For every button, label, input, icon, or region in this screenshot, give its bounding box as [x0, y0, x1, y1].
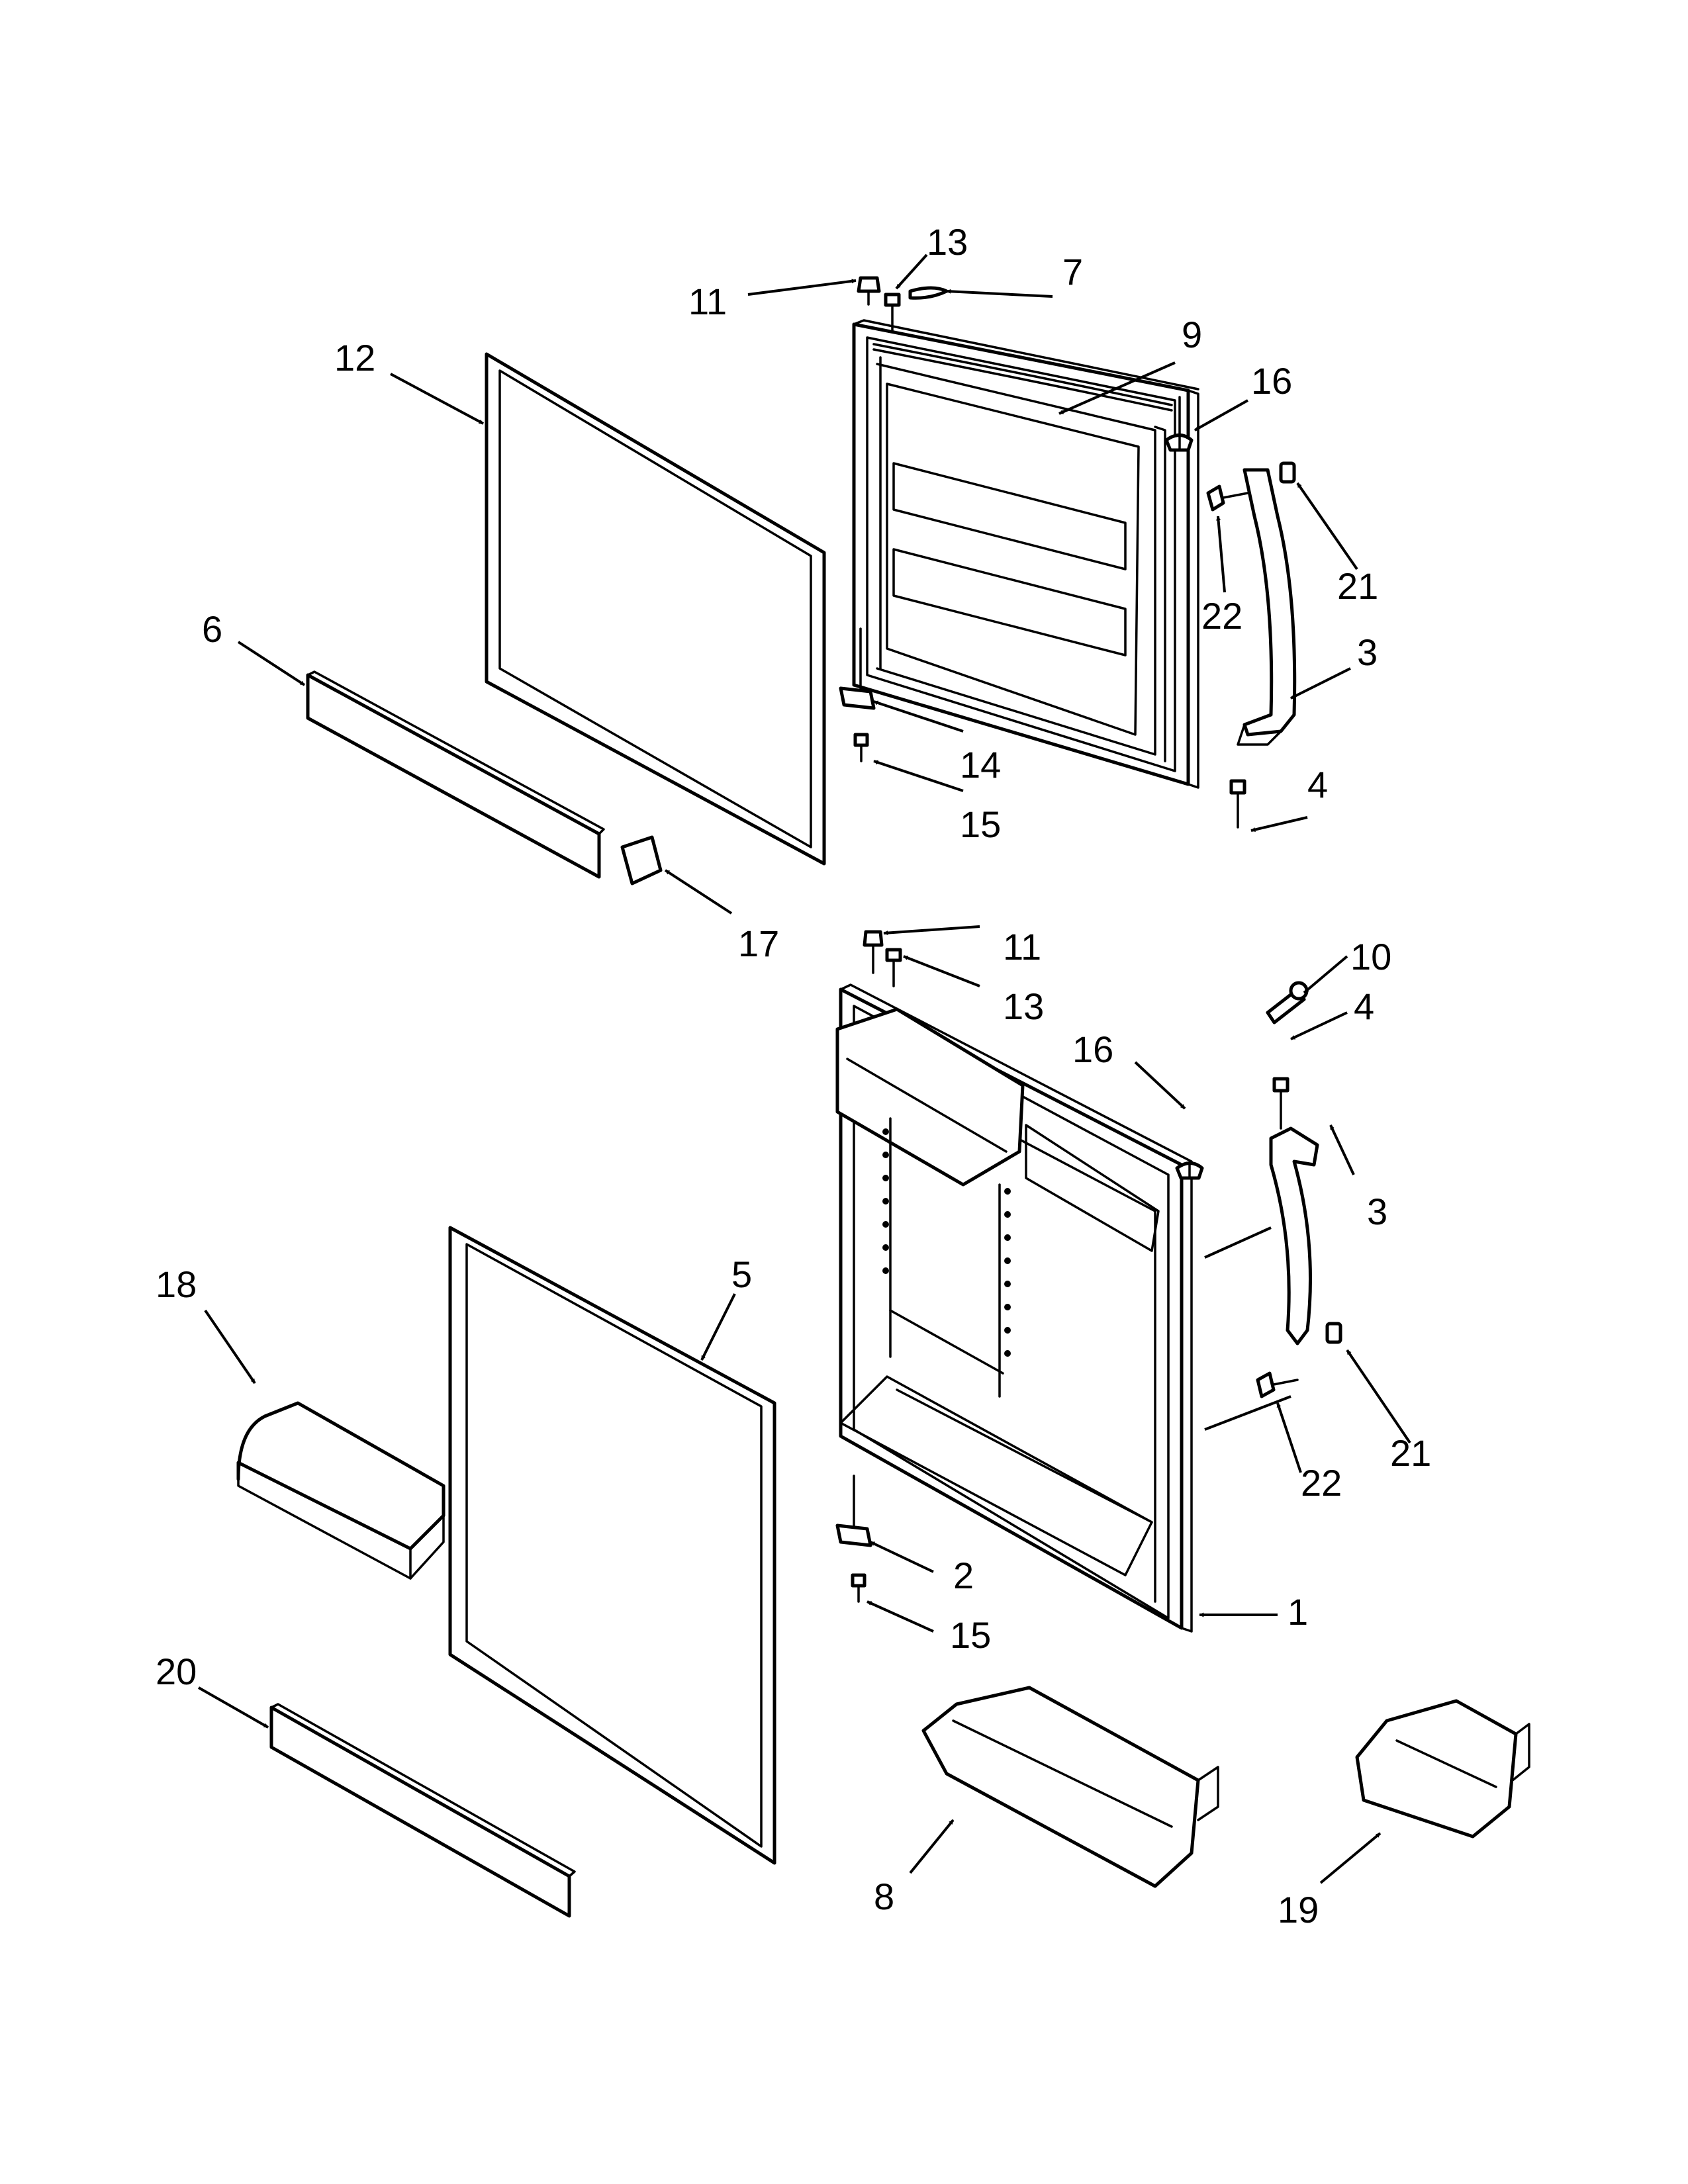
freezer-handle-cap — [1164, 396, 1194, 452]
callout-22-freezer: 22 — [1201, 595, 1243, 637]
callout-15-freezer: 15 — [960, 803, 1001, 845]
callout-5: 5 — [731, 1253, 752, 1295]
freezer-handle-screw — [1229, 779, 1246, 829]
door-bin-small — [1355, 1699, 1530, 1839]
freezer-bottom-screw — [853, 733, 869, 762]
callout-14: 14 — [960, 744, 1001, 786]
callout-15-fresh-food: 15 — [950, 1614, 991, 1656]
freezer-handle — [1237, 468, 1297, 746]
callout-16-fresh-food: 16 — [1072, 1028, 1113, 1070]
freezer-hinge-screw-top — [884, 293, 901, 332]
callout-2: 2 — [953, 1555, 974, 1596]
callout-8: 8 — [874, 1876, 894, 1917]
callout-21-fresh-food: 21 — [1390, 1432, 1431, 1474]
freezer-trim-end-cap — [620, 835, 663, 886]
callout-1: 1 — [1288, 1591, 1308, 1633]
fresh-food-door-trim — [269, 1703, 576, 1918]
callout-3-freezer: 3 — [1357, 631, 1378, 673]
freezer-door-gasket — [485, 352, 826, 866]
callout-17: 17 — [738, 923, 779, 964]
fresh-food-handle-bumper — [1256, 1371, 1299, 1398]
fresh-food-rails — [889, 1117, 1153, 1524]
fresh-food-handle-screw-large — [1266, 981, 1309, 1024]
freezer-handle-screw-rear — [1279, 461, 1296, 484]
callout-11-freezer: 11 — [688, 281, 727, 322]
callout-6: 6 — [202, 608, 222, 650]
callout-19: 19 — [1278, 1889, 1319, 1931]
callout-13-freezer: 13 — [927, 221, 968, 263]
freezer-door-trim — [306, 670, 605, 879]
fresh-food-hinge-screw-top — [885, 948, 902, 987]
fresh-food-handle-cap — [1175, 1161, 1204, 1180]
freezer-door-stop — [908, 286, 949, 300]
callout-3-fresh-food: 3 — [1367, 1191, 1387, 1232]
callout-22-fresh-food: 22 — [1301, 1462, 1342, 1504]
callout-13-fresh-food: 13 — [1003, 985, 1044, 1027]
fresh-food-door-gasket — [448, 1226, 776, 1865]
freezer-door-liner — [852, 319, 1199, 789]
fresh-food-liner-holes — [882, 1128, 1011, 1357]
fresh-food-handle-screw-rear — [1325, 1322, 1342, 1344]
fresh-food-handle-screw-top — [1272, 1077, 1289, 1130]
callout-7: 7 — [1062, 251, 1083, 293]
callout-11-fresh-food: 11 — [1003, 926, 1041, 968]
callout-9: 9 — [1182, 314, 1202, 355]
callout-10: 10 — [1350, 936, 1391, 978]
fresh-food-upper-shelf — [835, 1007, 1160, 1252]
callout-12: 12 — [334, 337, 375, 379]
callout-18: 18 — [156, 1263, 197, 1305]
dairy-compartment — [236, 1401, 445, 1580]
fresh-food-bottom-screw — [851, 1573, 867, 1603]
door-bin-large — [921, 1686, 1219, 1888]
freezer-bottom-hinge — [839, 627, 876, 710]
leader-lines — [198, 253, 1411, 1884]
fresh-food-handle — [1204, 1126, 1319, 1431]
fresh-food-bottom-hinge — [835, 1475, 872, 1547]
callout-4-freezer: 4 — [1307, 764, 1328, 805]
freezer-handle-bumper — [1206, 484, 1249, 512]
fresh-food-lower-bin — [839, 1375, 1153, 1576]
freezer-door-plug — [857, 276, 881, 306]
callout-20: 20 — [156, 1651, 197, 1692]
callout-16-freezer: 16 — [1251, 360, 1292, 402]
callout-4-fresh-food: 4 — [1354, 985, 1374, 1027]
callout-21-freezer: 21 — [1337, 565, 1378, 607]
callout-labels: 11 13 7 9 16 12 22 21 6 3 14 15 4 17 11 … — [156, 221, 1431, 1931]
fresh-food-door-plug — [863, 930, 884, 974]
